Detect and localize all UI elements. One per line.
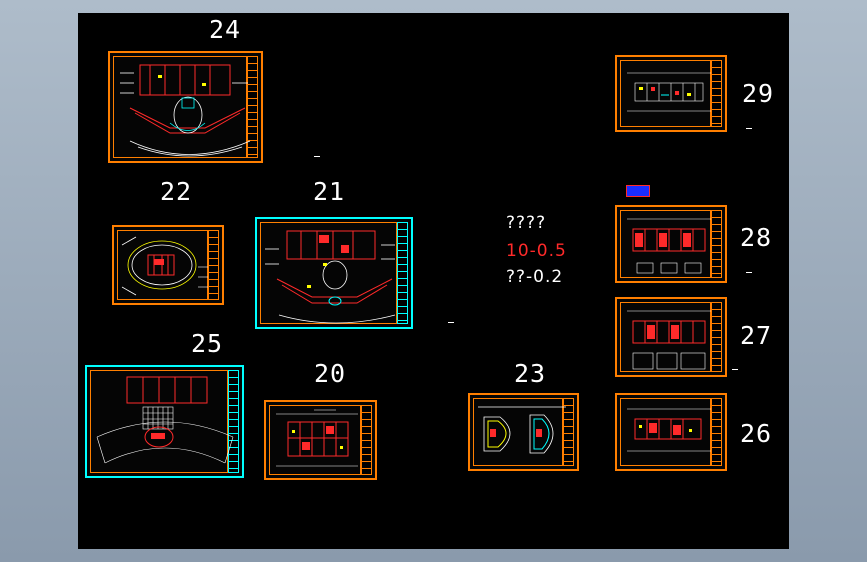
sheet-label-22: 22	[160, 177, 193, 206]
layer-marker-icon	[626, 185, 650, 197]
floor-plan-drawing	[627, 218, 711, 274]
floor-plan-drawing	[121, 236, 208, 296]
drawing-sheet-21[interactable]	[255, 217, 413, 329]
legend-line-red: 10-0.5	[506, 241, 567, 261]
title-block	[711, 302, 722, 372]
stray-mark	[314, 156, 320, 157]
stray-mark	[732, 369, 738, 370]
drawing-sheet-24[interactable]	[108, 51, 263, 163]
drawing-canvas[interactable]: 24 22	[78, 13, 789, 549]
sheet-border	[620, 210, 711, 278]
sheet-label-29: 29	[742, 79, 775, 108]
title-block	[228, 370, 239, 473]
stray-mark	[448, 322, 454, 323]
title-block	[247, 56, 258, 158]
title-block	[208, 230, 219, 300]
sheet-border	[620, 60, 711, 127]
title-block	[711, 210, 722, 278]
sheet-border	[473, 398, 563, 466]
sheet-label-23: 23	[514, 359, 547, 388]
sheet-border	[269, 405, 361, 475]
stray-mark	[746, 128, 752, 129]
sheet-label-24: 24	[209, 15, 242, 44]
sheet-border	[260, 222, 397, 324]
sheet-border	[90, 370, 228, 473]
drawing-sheet-20[interactable]	[264, 400, 377, 480]
floor-plan-drawing	[96, 376, 234, 464]
sheet-label-27: 27	[740, 321, 773, 350]
floor-plan-drawing	[627, 72, 711, 112]
drawing-sheet-22[interactable]	[112, 225, 224, 305]
floor-plan-drawing	[120, 64, 251, 157]
drawing-sheet-26[interactable]	[615, 393, 727, 471]
stray-mark	[746, 272, 752, 273]
drawing-sheet-29[interactable]	[615, 55, 727, 132]
title-block	[711, 60, 722, 127]
sheet-label-20: 20	[314, 359, 347, 388]
sheet-border	[113, 56, 247, 158]
sheet-border	[117, 230, 208, 300]
drawing-sheet-25[interactable]	[85, 365, 244, 478]
drawing-sheet-28[interactable]	[615, 205, 727, 283]
sheet-label-21: 21	[313, 177, 346, 206]
title-block	[563, 398, 574, 466]
floor-plan-drawing	[627, 310, 711, 370]
sheet-border	[620, 302, 711, 372]
legend-title: ????	[506, 213, 547, 233]
drawing-sheet-23[interactable]	[468, 393, 579, 471]
floor-plan-drawing	[627, 408, 711, 452]
sheet-border	[620, 398, 711, 466]
floor-plan-drawing	[265, 230, 396, 324]
floor-plan-drawing	[478, 406, 566, 454]
title-block	[711, 398, 722, 466]
floor-plan-drawing	[276, 409, 358, 467]
sheet-label-25: 25	[191, 329, 224, 358]
sheet-label-28: 28	[740, 223, 773, 252]
title-block	[361, 405, 372, 475]
title-block	[397, 222, 408, 324]
sheet-label-26: 26	[740, 419, 773, 448]
legend-line-white: ??-0.2	[506, 267, 564, 287]
drawing-sheet-27[interactable]	[615, 297, 727, 377]
